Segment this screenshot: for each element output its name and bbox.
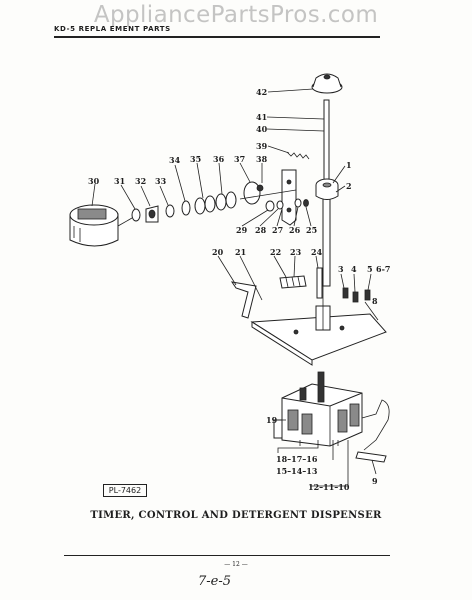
label-33: 33 (155, 176, 167, 186)
footer-rule (64, 555, 390, 556)
label-group-15-14-13: 15–14–13 (276, 466, 318, 476)
label-22: 22 (270, 247, 281, 257)
label-5-ref: 6-7 (376, 264, 390, 274)
leader-lines (91, 88, 379, 487)
label-42: 42 (256, 87, 267, 97)
label-40: 40 (256, 124, 268, 134)
label-29: 29 (236, 225, 248, 235)
label-1: 1 (346, 160, 352, 170)
part-35-36-springs (194, 191, 237, 215)
label-31: 31 (114, 176, 125, 186)
label-8: 8 (372, 296, 378, 306)
part-39-spring (286, 151, 310, 160)
label-26: 26 (289, 225, 301, 235)
part-42-knob (311, 73, 343, 94)
label-28: 28 (255, 225, 267, 235)
part-32-bushing (145, 205, 159, 223)
part-34-washer (181, 200, 191, 216)
label-24: 24 (311, 247, 323, 257)
label-32: 32 (135, 176, 146, 186)
label-38: 38 (256, 154, 268, 164)
page-header: KD-5 REPLA EMENT PARTS (54, 25, 171, 33)
part-9-bracket (355, 399, 390, 463)
label-39: 39 (256, 141, 268, 151)
part-31-washer (131, 208, 141, 222)
label-37: 37 (234, 154, 245, 164)
label-9: 9 (372, 476, 378, 486)
label-3: 3 (338, 264, 344, 274)
label-19: 19 (266, 415, 278, 425)
dispenser-housing (273, 371, 363, 447)
label-group-18-17-16: 18–17–16 (276, 454, 318, 464)
part-33-ring (165, 204, 175, 218)
label-4: 4 (351, 264, 357, 274)
label-2: 2 (346, 181, 352, 191)
part-axis-line (239, 189, 297, 200)
label-41: 41 (256, 112, 267, 122)
part-30-timer-motor (69, 204, 133, 247)
parts-3-4-5-screws (342, 287, 371, 303)
part-1-2-gear (315, 178, 339, 200)
part-22-23-slider (279, 275, 307, 289)
handwritten-note: 7-e-5 (198, 574, 232, 589)
diagram-caption: TIMER, CONTROL AND DETERGENT DISPENSER (90, 510, 382, 521)
label-20: 20 (212, 247, 224, 257)
plate-number-tag: PL-7462 (103, 484, 147, 497)
label-23: 23 (290, 247, 302, 257)
part-38-bracket (281, 169, 297, 226)
label-30: 30 (88, 176, 100, 186)
label-36: 36 (213, 154, 225, 164)
part-37-cam (243, 181, 264, 205)
label-21: 21 (235, 247, 246, 257)
label-group-12-11-10: 12–11–10 (308, 482, 350, 492)
label-35: 35 (190, 154, 201, 164)
watermark: AppliancePartsPros.com (93, 2, 379, 28)
parts-25-29-washers (265, 198, 309, 212)
label-27: 27 (272, 225, 283, 235)
part-20-lever (230, 281, 257, 319)
page-number: — 12 — (224, 561, 248, 568)
label-34: 34 (169, 155, 181, 165)
label-25: 25 (306, 225, 317, 235)
part-8-mounting-plate (250, 286, 387, 366)
label-5: 5 (367, 264, 373, 274)
part-24-pin (316, 267, 323, 299)
header-rule (54, 36, 380, 38)
